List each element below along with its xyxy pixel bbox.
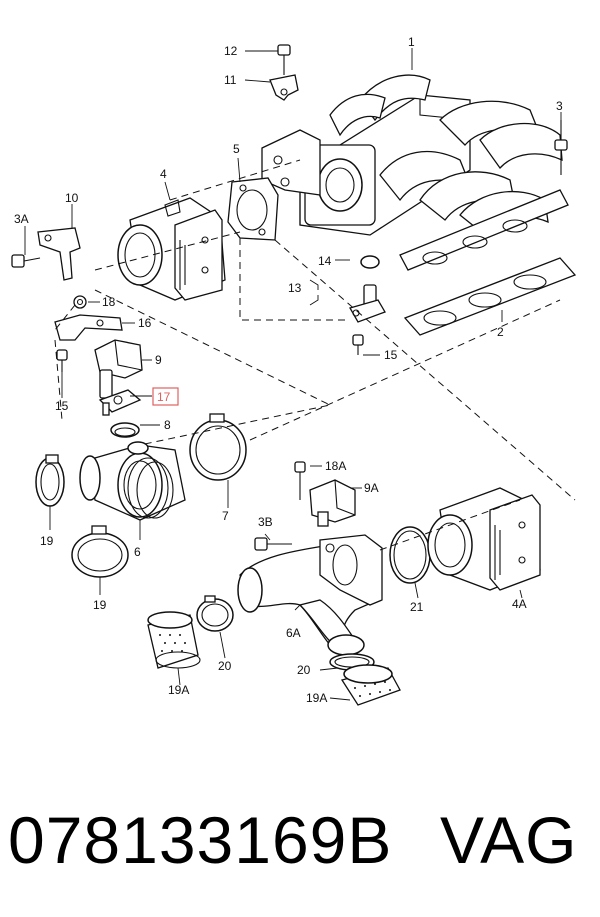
- callout-20-left: 20: [218, 659, 232, 673]
- sensor-9A: [309, 479, 356, 527]
- callout-6A: 6A: [286, 626, 301, 640]
- manifold-gasket: [403, 257, 577, 336]
- filter-mesh-left: [159, 634, 186, 652]
- callout-2: 2: [497, 325, 504, 339]
- throttle-body-4: [117, 197, 226, 301]
- bolt-12: [277, 44, 291, 75]
- callout-19A-left: 19A: [168, 683, 189, 697]
- callout-labels: 1 12 11 3 5 4 10 3A 14 13 18 16 2 15 9 1…: [14, 35, 563, 705]
- filter-19A-left: [147, 611, 201, 669]
- bolt-18A: [294, 461, 306, 500]
- clamp-19-top: [35, 454, 65, 507]
- callout-8: 8: [164, 418, 171, 432]
- leader-lines: [24, 48, 562, 701]
- callout-9A: 9A: [364, 481, 379, 495]
- intake-manifold: [261, 74, 569, 271]
- gasket-5: [227, 177, 279, 241]
- part-number: 078133169B: [8, 803, 393, 877]
- sensor-9: [94, 339, 143, 399]
- o-ring-8: [110, 422, 140, 438]
- callout-18: 18: [102, 295, 116, 309]
- bracket-10: [37, 227, 81, 281]
- callout-15-left: 15: [55, 399, 69, 413]
- hose-6: [79, 441, 186, 521]
- clamp-19-bottom: [71, 525, 129, 578]
- washer-17: [98, 389, 142, 416]
- callout-13: 13: [288, 281, 302, 295]
- callout-4A: 4A: [512, 597, 527, 611]
- callout-14: 14: [318, 254, 332, 268]
- callout-20-right: 20: [297, 663, 311, 677]
- callout-21: 21: [410, 600, 424, 614]
- sensor-14: [349, 284, 386, 323]
- callout-4: 4: [160, 167, 167, 181]
- throttle-body-4A: [427, 487, 541, 591]
- callout-9: 9: [155, 353, 162, 367]
- callout-6: 6: [134, 545, 141, 559]
- highlight-box-17: [152, 387, 179, 406]
- seal-14: [360, 255, 380, 269]
- callout-19-bottom: 19: [93, 598, 107, 612]
- pipe-6A: [237, 534, 383, 656]
- bracket-11: [269, 74, 299, 101]
- bracket-16: [54, 314, 123, 341]
- callout-15-right: 15: [384, 348, 398, 362]
- callout-19-top: 19: [40, 534, 54, 548]
- callout-19A-right: 19A: [306, 691, 327, 705]
- bolt-15-right: [352, 334, 364, 355]
- filter-19A-right: [340, 664, 401, 706]
- callout-7: 7: [222, 509, 229, 523]
- bolt-3A: [11, 254, 41, 268]
- callout-17: 17: [157, 390, 171, 404]
- callout-11: 11: [224, 73, 237, 87]
- bolt-15-left: [56, 349, 68, 372]
- callout-3: 3: [556, 99, 563, 113]
- bolt-3B: [254, 537, 292, 551]
- clamp-7: [189, 413, 247, 481]
- callout-10: 10: [65, 191, 79, 205]
- callout-3A: 3A: [14, 212, 29, 226]
- callout-1: 1: [408, 35, 415, 49]
- nut-18: [73, 295, 87, 309]
- callout-12: 12: [224, 44, 238, 58]
- brand-name: VAG: [440, 803, 578, 877]
- clamp-20-left: [196, 595, 234, 632]
- ring-21: [389, 526, 431, 584]
- callout-3B: 3B: [258, 515, 273, 529]
- callout-5: 5: [233, 142, 240, 156]
- callout-18A: 18A: [325, 459, 346, 473]
- bolt-3: [554, 120, 568, 175]
- assembly-lines: [54, 159, 576, 551]
- callout-16: 16: [138, 316, 152, 330]
- filter-mesh-right: [354, 681, 391, 697]
